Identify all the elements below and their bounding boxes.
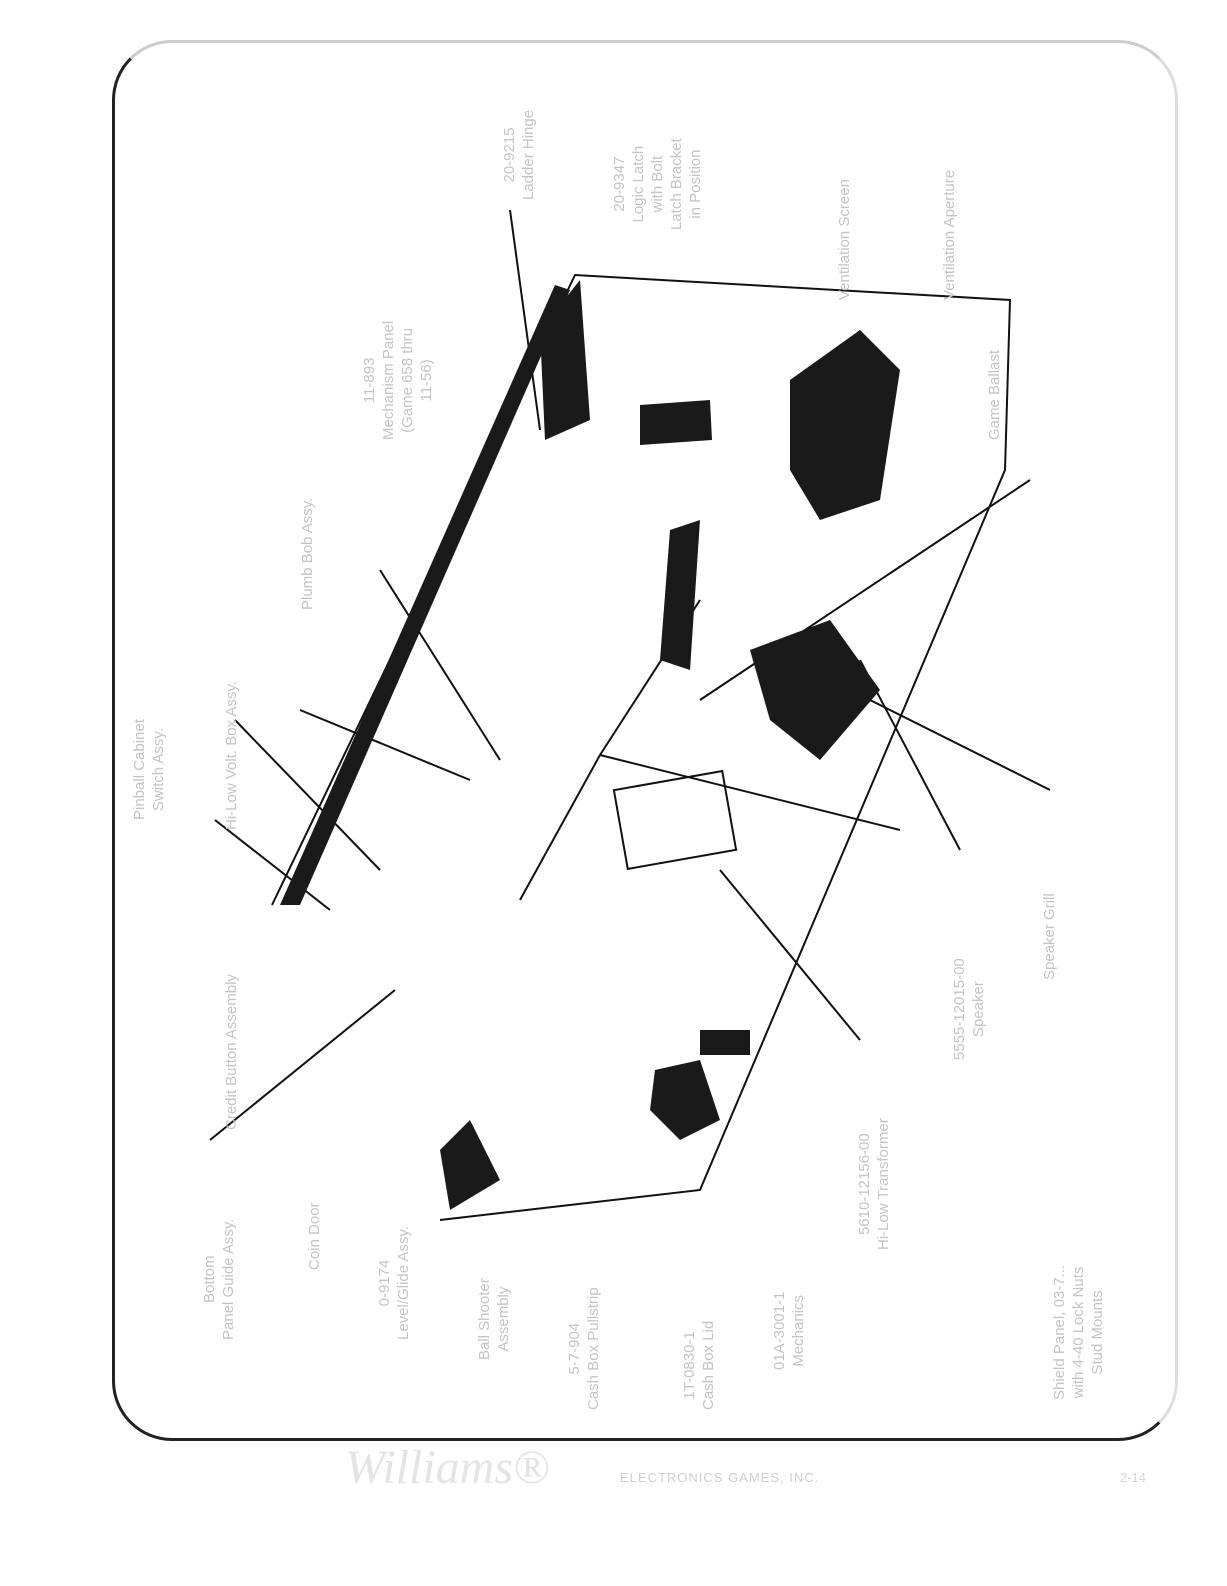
label-game-ballast: Game Ballast <box>986 349 1003 440</box>
label-ventilation-aperture: Ventilation Aperture <box>941 169 958 300</box>
page-border <box>112 40 1178 1441</box>
label-mechanics: 01A-3001-1 Mechanics <box>771 1291 807 1370</box>
label-shield-panel: Shield Panel, 03-7... with 4-40 Lock Nut… <box>1051 1264 1106 1400</box>
label-logic-latch: 20-9347 Logic Latch with Bolt Latch Brac… <box>611 138 704 230</box>
label-ventilation-screen: Ventilation Screen <box>836 179 853 300</box>
speaker <box>750 620 880 760</box>
label-hi-low-box: Hi-Low Volt. Box Assy. <box>223 681 240 830</box>
williams-logo: Williams® <box>345 1441 550 1494</box>
label-credit-button: Credit Button Assembly <box>223 974 240 1130</box>
label-coin-door: Coin Door <box>306 1202 323 1270</box>
ventilation-screen <box>790 330 900 520</box>
label-transformer: 5610-12156-00 Hi-Low Transformer <box>856 1118 892 1250</box>
label-ladder-hinge: 20-9215 Ladder Hinge <box>501 109 537 200</box>
label-ball-shooter: Ball Shooter Assembly <box>476 1278 512 1360</box>
label-speaker-grill: Speaker Grill <box>1041 893 1058 980</box>
label-speaker: 5555-12015-00 Speaker <box>951 958 987 1060</box>
cabinet-side-rail <box>280 285 570 905</box>
label-plumb-bob: Plumb Bob Assy. <box>299 497 316 610</box>
label-level-glide: 0-9174 Level/Glide Assy. <box>376 1226 412 1340</box>
label-cabinet-switch: Pinball Cabinet Switch Assy. <box>131 719 167 820</box>
label-mechanism-panel: 11-893 Mechanism Panel (Game 658 thru 11… <box>361 320 435 440</box>
label-cash-box-lid: 1T-0830-1 Cash Box Lid <box>681 1320 717 1410</box>
company-name: ELECTRONICS GAMES, INC. <box>620 1470 820 1485</box>
page-number: 2-14 <box>1120 1470 1147 1485</box>
label-cash-box-pullstrip: 5-7-904 Cash Box Pullstrip <box>566 1287 602 1410</box>
label-bottom-panel-guide: Bottom Panel Guide Assy. <box>201 1218 237 1340</box>
